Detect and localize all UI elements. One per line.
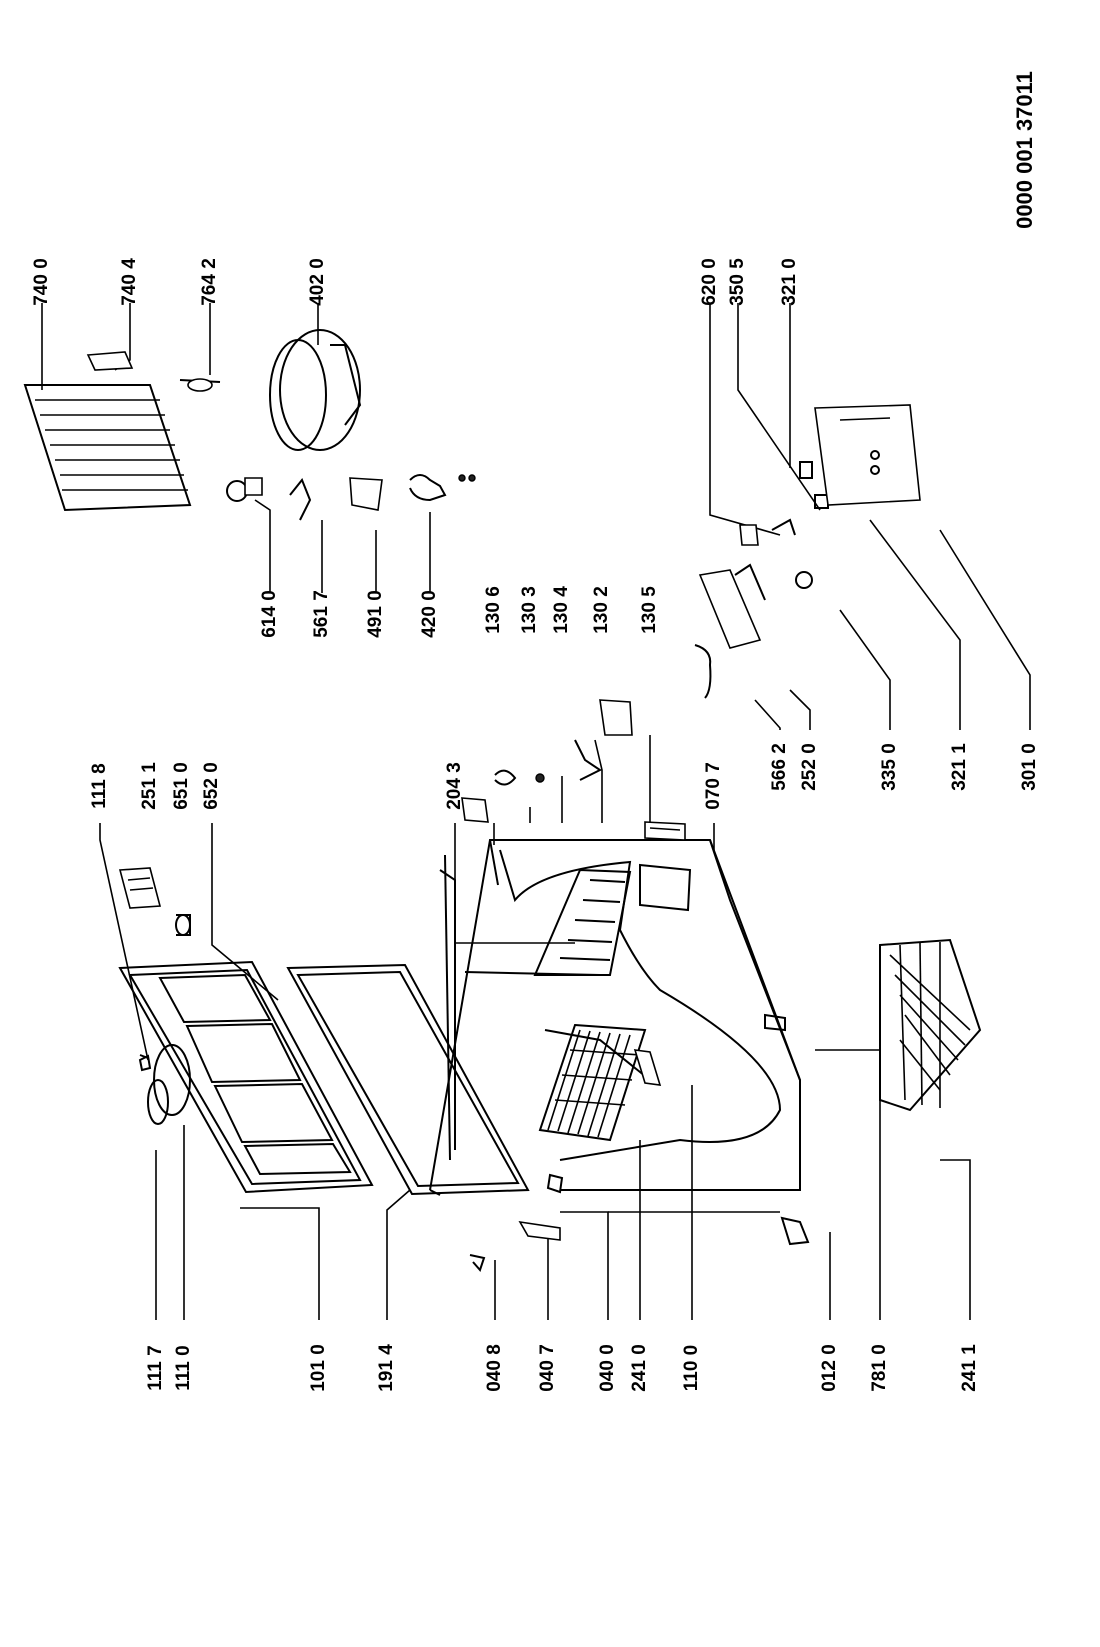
condenser-part <box>23 351 221 512</box>
relay-parts <box>226 474 476 521</box>
inner-basket-part <box>538 1023 647 1142</box>
handle-part <box>139 1044 191 1125</box>
lid-part <box>118 960 374 1194</box>
hinge-parts <box>469 1216 810 1272</box>
thermostat-holder-part <box>633 1049 662 1086</box>
light-switch-parts <box>494 699 633 786</box>
gasket-part <box>286 963 530 1196</box>
leader-lines <box>41 303 1031 1320</box>
cabinet-small-parts <box>461 797 686 841</box>
control-parts <box>694 404 921 699</box>
cabinet-body <box>429 839 801 1196</box>
lid-light-parts <box>118 867 191 1072</box>
compressor-part <box>269 329 362 451</box>
loose-basket-part <box>879 938 982 1112</box>
